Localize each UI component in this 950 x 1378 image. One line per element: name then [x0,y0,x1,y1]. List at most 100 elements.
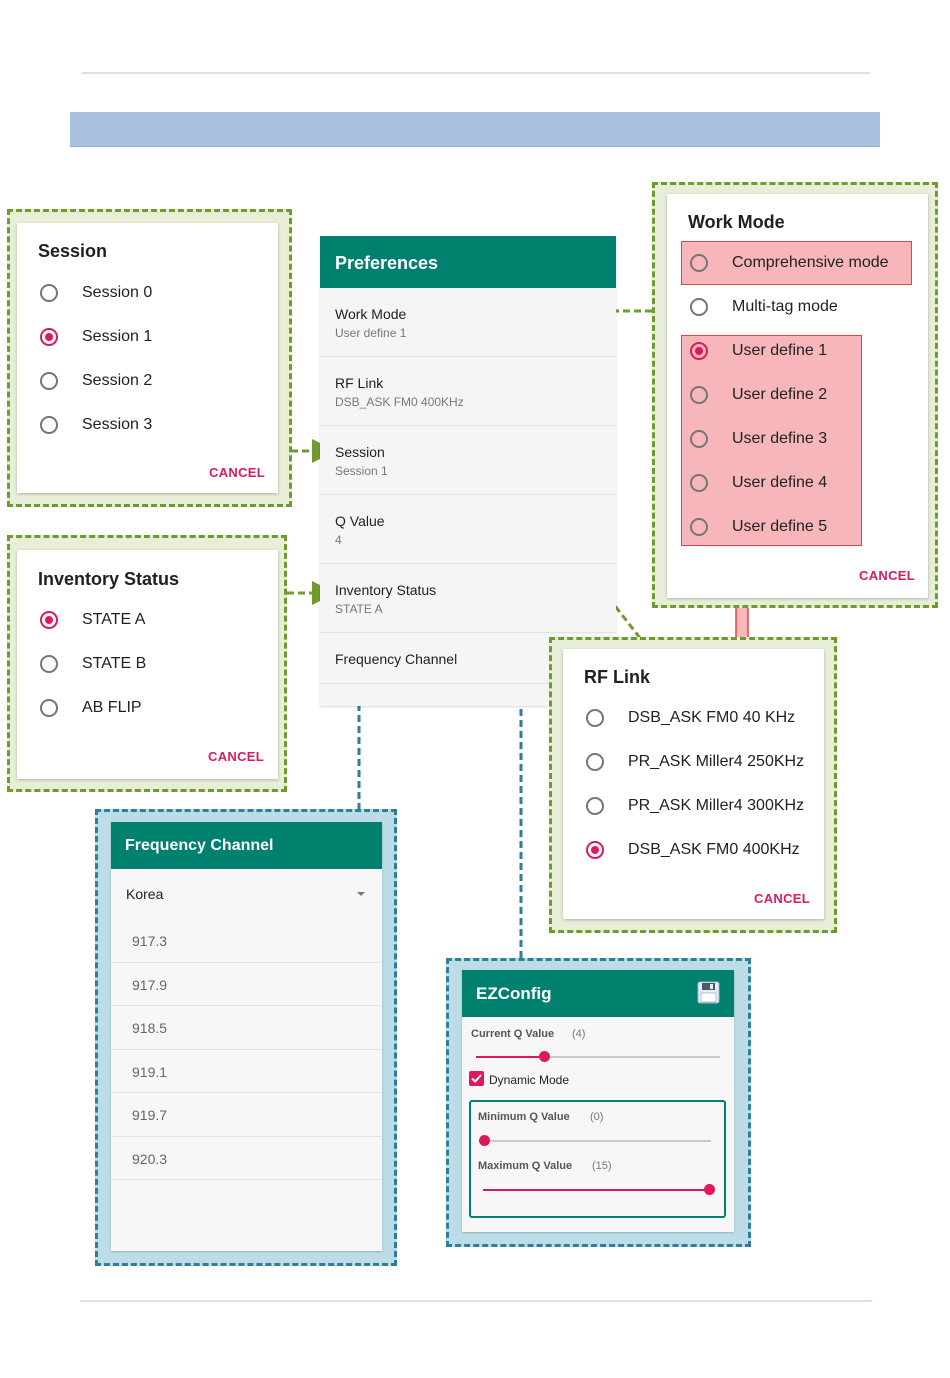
radio-button[interactable] [40,416,58,434]
pref-summary: User define 1 [335,326,407,340]
dynamic-mode-label: Dynamic Mode [489,1073,570,1087]
session-dialog: Session Session 0 Session 1 Session 2 Se… [17,223,278,493]
radio-button[interactable] [586,753,604,771]
radio-button[interactable] [690,430,708,448]
pref-work-mode[interactable]: Work Mode User define 1 [320,288,616,357]
radio-button[interactable] [690,518,708,536]
min-q-value: (0) [590,1111,604,1123]
channel-item[interactable]: 918.5 [111,1006,382,1050]
inventory-option-0[interactable]: STATE A [39,610,259,632]
region-dropdown[interactable]: Korea [111,870,382,918]
radio-button[interactable] [40,699,58,717]
channel-value: 917.9 [132,977,168,993]
channel-item[interactable]: 920.3 [111,1137,382,1180]
radio-button[interactable] [690,474,708,492]
work-mode-option-2[interactable]: User define 1 [689,341,914,363]
radio-button-selected[interactable] [40,328,58,346]
session-option-label: Session 1 [82,328,153,345]
pref-frequency-channel[interactable]: Frequency Channel [320,633,616,684]
rf-link-dialog: RF Link DSB_ASK FM0 40 KHz PR_ASK Miller… [563,649,824,919]
inventory-option-1[interactable]: STATE B [39,654,259,676]
radio-button[interactable] [40,655,58,673]
checkmark-icon [471,1074,482,1083]
work-mode-option-label: Multi-tag mode [732,298,838,315]
work-mode-option-6[interactable]: User define 5 [689,517,914,539]
session-option-1[interactable]: Session 1 [39,327,259,349]
work-mode-cancel-button[interactable]: CANCEL [859,568,915,583]
rf-link-option-0[interactable]: DSB_ASK FM0 40 KHz [585,708,815,730]
session-option-2[interactable]: Session 2 [39,371,259,393]
dynamic-q-panel: Minimum Q Value (0) Maximum Q Value (15) [469,1100,726,1218]
rf-link-option-3[interactable]: DSB_ASK FM0 400KHz [585,840,815,862]
current-q-slider[interactable] [476,1051,720,1063]
radio-button[interactable] [40,372,58,390]
channel-item[interactable]: 919.1 [111,1050,382,1093]
channel-item[interactable]: 919.7 [111,1093,382,1137]
radio-button-selected[interactable] [690,342,708,360]
channel-value: 917.3 [132,933,168,949]
min-q-slider[interactable] [479,1135,711,1147]
preferences-title: Preferences [335,253,439,273]
rf-link-cancel-button[interactable]: CANCEL [754,891,810,906]
min-q-label: Minimum Q Value [478,1111,570,1123]
user-define-highlight [681,335,862,546]
slider-thumb[interactable] [479,1135,490,1146]
slider-track [479,1140,711,1142]
pref-title: Work Mode [335,306,407,322]
rf-link-option-label: PR_ASK Miller4 250KHz [628,753,805,770]
work-mode-option-1[interactable]: Multi-tag mode [689,297,914,319]
dropdown-arrow-icon [357,892,365,896]
work-mode-option-3[interactable]: User define 2 [689,385,914,407]
radio-button[interactable] [690,386,708,404]
session-option-3[interactable]: Session 3 [39,415,259,437]
work-mode-option-label: User define 4 [732,474,828,491]
work-mode-option-4[interactable]: User define 3 [689,429,914,451]
work-mode-option-label: User define 1 [732,342,828,359]
work-mode-option-0[interactable]: Comprehensive mode [689,253,914,275]
work-mode-option-label: User define 3 [732,430,828,447]
current-q-value: (4) [572,1028,586,1040]
inventory-option-label: AB FLIP [82,699,142,716]
pref-inventory-status[interactable]: Inventory Status STATE A [320,564,616,633]
pref-q-value[interactable]: Q Value 4 [320,495,616,564]
inventory-cancel-button[interactable]: CANCEL [208,749,264,764]
work-mode-option-label: User define 2 [732,386,828,403]
dynamic-mode-checkbox[interactable] [469,1071,484,1086]
session-option-0[interactable]: Session 0 [39,283,259,305]
inventory-dialog: Inventory Status STATE A STATE B AB FLIP… [17,550,278,779]
rf-link-option-1[interactable]: PR_ASK Miller4 250KHz [585,752,815,774]
inventory-option-2[interactable]: AB FLIP [39,698,259,720]
slider-thumb[interactable] [539,1051,550,1062]
radio-button[interactable] [586,797,604,815]
channel-item[interactable]: 917.9 [111,963,382,1006]
pref-session[interactable]: Session Session 1 [320,426,616,495]
inventory-dialog-title: Inventory Status [38,569,180,589]
work-mode-option-5[interactable]: User define 4 [689,473,914,495]
inventory-option-label: STATE A [82,611,146,628]
channel-item[interactable]: 917.3 [111,919,382,963]
save-icon[interactable] [697,981,720,1004]
radio-button[interactable] [690,298,708,316]
radio-button[interactable] [40,284,58,302]
session-cancel-button[interactable]: CANCEL [209,465,265,480]
ezconfig-app-bar: EZConfig [462,970,734,1017]
pref-rf-link[interactable]: RF Link DSB_ASK FM0 400KHz [320,357,616,426]
header-rule [82,72,870,74]
pref-title: Q Value [335,513,385,529]
rf-link-option-2[interactable]: PR_ASK Miller4 300KHz [585,796,815,818]
radio-button[interactable] [586,709,604,727]
pref-title: Frequency Channel [335,651,458,667]
preferences-app-bar: Preferences [320,236,616,288]
radio-button[interactable] [690,254,708,272]
channel-value: 920.3 [132,1151,168,1167]
max-q-value: (15) [592,1160,612,1172]
max-q-slider[interactable] [483,1184,715,1196]
radio-button-selected[interactable] [586,841,604,859]
rf-link-dialog-title: RF Link [584,667,650,687]
work-mode-option-label: User define 5 [732,518,828,535]
max-q-label: Maximum Q Value [478,1160,573,1172]
footer-rule [80,1300,872,1302]
radio-button-selected[interactable] [40,611,58,629]
slider-thumb[interactable] [704,1184,715,1195]
slider-track [476,1056,720,1058]
